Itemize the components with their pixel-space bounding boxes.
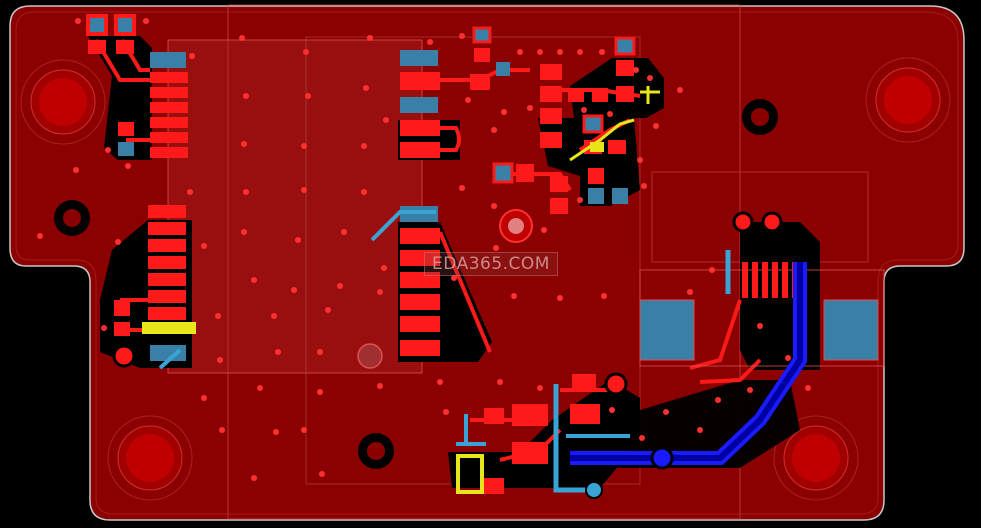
via-icon	[112, 209, 674, 499]
board-edge-inner	[15, 11, 959, 515]
watermark-text: EDA365.COM	[424, 252, 558, 276]
courtyard-rect-module	[167, 39, 423, 374]
silkscreen-markings	[142, 86, 660, 494]
via-field	[37, 18, 811, 481]
bottom-right-keepout	[600, 380, 800, 468]
mounting-hole-icon	[20, 59, 106, 145]
connector-footprint	[639, 211, 885, 367]
ic-footprint-icon	[400, 50, 440, 356]
smd-pad-icon	[86, 14, 636, 494]
mounting-hole-icon	[773, 415, 859, 501]
ic-footprint-icon	[148, 52, 188, 361]
mounting-hole-icon	[865, 57, 951, 143]
mounting-hole-icon	[107, 415, 193, 501]
plated-hole-icon	[54, 99, 778, 469]
